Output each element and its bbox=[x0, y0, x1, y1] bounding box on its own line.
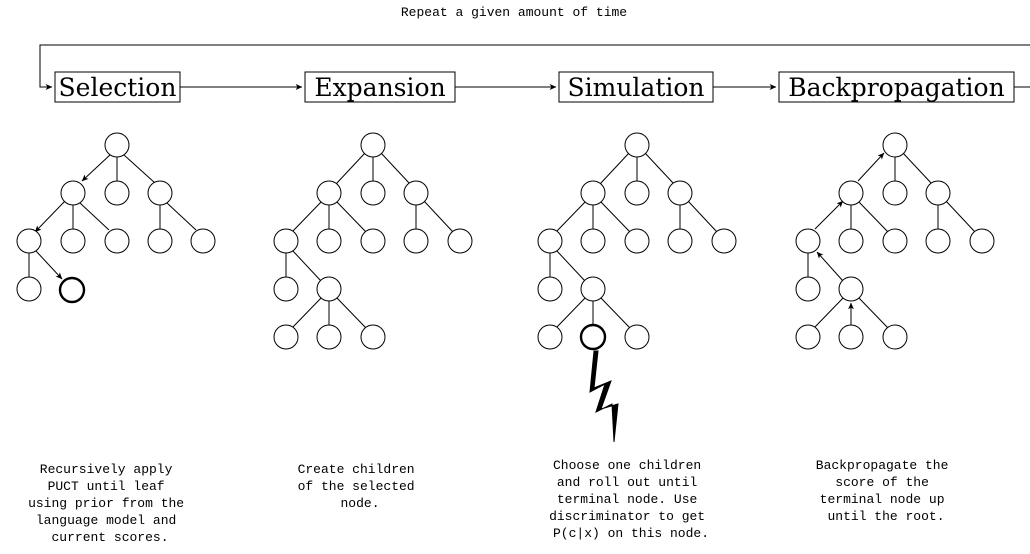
backpropagation-tree bbox=[795, 132, 995, 350]
tree-node bbox=[580, 276, 606, 302]
tree-node bbox=[795, 228, 821, 254]
expansion-tree bbox=[273, 132, 473, 350]
new-child-node bbox=[360, 324, 386, 350]
tree-node bbox=[624, 132, 650, 158]
simulation-description: Choose one children and roll out until t… bbox=[549, 458, 713, 541]
expansion-box bbox=[304, 71, 456, 103]
backpropagation-description: Backpropagate the score of the terminal … bbox=[816, 458, 956, 524]
selected-leaf-node bbox=[58, 276, 86, 304]
tree-node bbox=[147, 180, 173, 206]
tree-node bbox=[60, 228, 86, 254]
tree-node bbox=[925, 228, 951, 254]
backpropagation-box bbox=[778, 71, 1015, 103]
tree-node bbox=[795, 276, 821, 302]
tree-node bbox=[537, 324, 563, 350]
repeat-label: Repeat a given amount of time bbox=[401, 5, 627, 20]
tree-node bbox=[147, 228, 173, 254]
tree-node bbox=[60, 180, 86, 206]
tree-node bbox=[580, 180, 606, 206]
tree-node bbox=[273, 228, 299, 254]
tree-node bbox=[925, 180, 951, 206]
tree-node bbox=[403, 180, 429, 206]
tree-node bbox=[537, 228, 563, 254]
tree-node bbox=[882, 180, 908, 206]
tree-node bbox=[104, 132, 130, 158]
tree-node bbox=[104, 228, 130, 254]
expansion-title: Expansion bbox=[314, 73, 445, 102]
tree-node bbox=[316, 180, 342, 206]
tree-node bbox=[403, 228, 429, 254]
tree-node bbox=[447, 228, 473, 254]
expansion-description: Create children of the selected node. bbox=[298, 462, 423, 511]
selection-description: Recursively apply PUCT until leaf using … bbox=[28, 462, 192, 545]
tree-node bbox=[969, 228, 995, 254]
tree-node bbox=[580, 228, 606, 254]
tree-node bbox=[882, 228, 908, 254]
tree-node bbox=[838, 276, 864, 302]
tree-node bbox=[838, 324, 864, 350]
tree-node bbox=[273, 276, 299, 302]
tree-node bbox=[104, 180, 130, 206]
new-child-node bbox=[316, 324, 342, 350]
simulation-tree bbox=[537, 132, 737, 443]
terminal-node bbox=[579, 323, 607, 351]
tree-node bbox=[838, 228, 864, 254]
tree-node bbox=[624, 180, 650, 206]
tree-node bbox=[360, 180, 386, 206]
tree-node bbox=[624, 228, 650, 254]
tree-node bbox=[882, 132, 908, 158]
tree-node bbox=[316, 228, 342, 254]
new-child-node bbox=[273, 324, 299, 350]
selection-tree bbox=[16, 132, 216, 304]
selection-box bbox=[54, 71, 181, 103]
tree-node bbox=[667, 228, 693, 254]
tree-node bbox=[537, 276, 563, 302]
tree-node bbox=[360, 228, 386, 254]
rollout-lightning-icon bbox=[589, 350, 619, 443]
tree-node bbox=[795, 324, 821, 350]
loop-back-arrow bbox=[39, 44, 1030, 87]
tree-node bbox=[16, 228, 42, 254]
simulation-box bbox=[558, 71, 714, 103]
backpropagation-title: Backpropagation bbox=[788, 73, 1004, 102]
selection-title: Selection bbox=[59, 73, 177, 102]
tree-node bbox=[360, 132, 386, 158]
tree-node bbox=[838, 180, 864, 206]
tree-node bbox=[624, 324, 650, 350]
expanded-node bbox=[316, 276, 342, 302]
tree-node bbox=[711, 228, 737, 254]
simulation-title: Simulation bbox=[567, 73, 704, 102]
tree-node bbox=[16, 276, 42, 302]
tree-node bbox=[667, 180, 693, 206]
tree-node bbox=[882, 324, 908, 350]
tree-node bbox=[190, 228, 216, 254]
